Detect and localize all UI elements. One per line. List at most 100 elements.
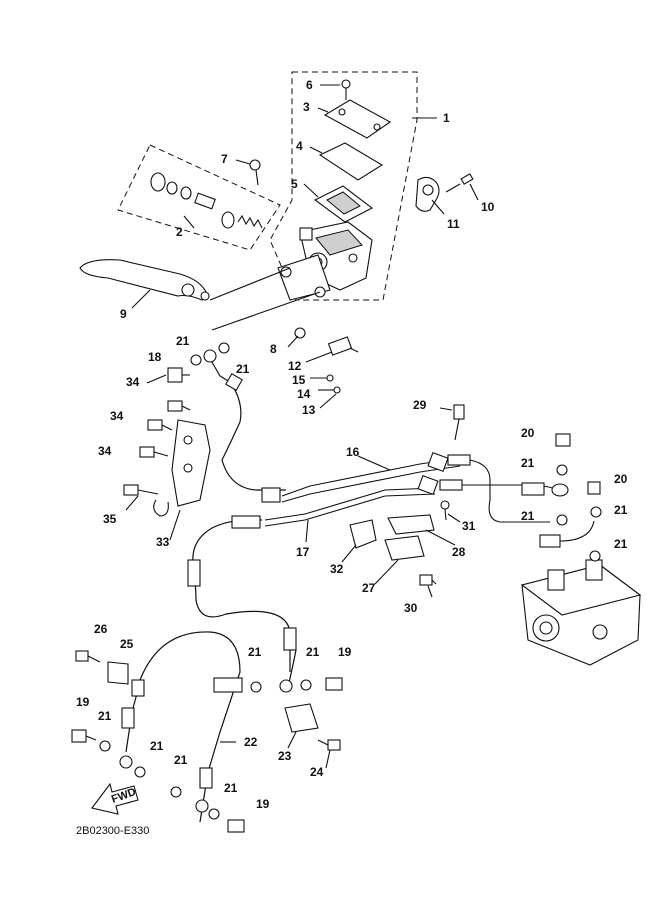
lever-bracket (277, 254, 331, 301)
abs-hose-union-2 (539, 520, 595, 548)
callout-6: 6 (306, 78, 313, 92)
callout-24: 24 (310, 765, 324, 779)
lower-banjo-right (195, 799, 209, 813)
holder-bolt (445, 173, 474, 193)
callout-20-top: 20 (521, 426, 535, 440)
front-hose-to-calipers (139, 631, 297, 823)
callout-26: 26 (94, 622, 108, 636)
callout-2: 2 (176, 225, 183, 239)
callout-13: 13 (302, 403, 316, 417)
abs-washer-2 (556, 514, 568, 526)
master-cylinder-group-outline (269, 71, 418, 301)
callout-4: 4 (296, 139, 303, 153)
pipe-to-abs-1 (469, 459, 550, 523)
diaphragm (313, 185, 374, 223)
washer-middle-1 (250, 681, 262, 693)
callout-33: 33 (156, 535, 170, 549)
callout-32: 32 (330, 562, 344, 576)
reservoir-cap (323, 99, 392, 139)
callout-21-h: 21 (306, 645, 320, 659)
pipe-joint-1 (427, 451, 471, 473)
bolt-34c (139, 446, 169, 458)
callout-9: 9 (120, 307, 127, 321)
callout-21-e: 21 (614, 503, 628, 517)
callout-21-a: 21 (176, 334, 190, 348)
dust-boot (294, 327, 306, 339)
callout-8: 8 (270, 342, 277, 356)
callout-12: 12 (288, 359, 302, 373)
washer-left-upper (99, 740, 111, 752)
callout-21-c: 21 (521, 456, 535, 470)
bolt-26 (75, 650, 101, 663)
switch-screw (333, 386, 341, 394)
brake-light-switch (327, 336, 359, 356)
abs-hose-union-1 (521, 482, 569, 497)
leader-lines (125, 84, 479, 769)
callout-16: 16 (346, 445, 360, 459)
pipe-joint-2 (417, 474, 463, 496)
screw-31 (440, 500, 450, 521)
callout-19-middle: 19 (338, 645, 352, 659)
callout-21-d: 21 (521, 509, 535, 523)
washer-bottom-2 (208, 808, 220, 820)
union-bolt-19-left (71, 729, 97, 743)
callout-21-f: 21 (614, 537, 628, 551)
banjo-upper (203, 349, 217, 363)
callout-21-b: 21 (236, 362, 250, 376)
holder-28 (387, 514, 435, 535)
callout-21-j: 21 (150, 739, 164, 753)
callout-1: 1 (443, 111, 450, 125)
clip-25 (107, 661, 129, 685)
brake-pipe-2 (264, 487, 436, 527)
callout-20-right: 20 (614, 472, 628, 486)
callout-19-bottom: 19 (256, 797, 270, 811)
callout-3: 3 (303, 100, 310, 114)
callout-23: 23 (278, 749, 292, 763)
callout-5: 5 (291, 177, 298, 191)
callout-21-i: 21 (98, 709, 112, 723)
callout-15: 15 (292, 373, 306, 387)
switch-washer (326, 374, 334, 382)
fwd-arrow-icon: FWD (91, 782, 139, 815)
callout-21-l: 21 (224, 781, 238, 795)
callout-21-g: 21 (248, 645, 262, 659)
hose-from-master-cylinder (205, 351, 286, 503)
callout-11: 11 (447, 217, 460, 231)
bolt-34b (147, 419, 173, 431)
callout-31: 31 (462, 519, 476, 533)
clamp-32 (349, 519, 377, 549)
callout-29: 29 (413, 398, 427, 412)
callout-10: 10 (481, 200, 495, 214)
abs-union-bolt-right (587, 481, 601, 495)
diaphragm-plate (318, 142, 384, 181)
reservoir-cap-screw (341, 79, 351, 100)
leader-lever-2 (211, 291, 321, 331)
copper-washer-b (218, 342, 230, 354)
callout-34-b: 34 (110, 409, 124, 423)
bolt-34a (167, 400, 191, 412)
callout-17: 17 (296, 545, 310, 559)
union-bolt-18 (167, 367, 190, 383)
washer-bottom-1 (170, 786, 182, 798)
bolt-29 (453, 404, 465, 441)
union-bolt-19-middle (325, 677, 343, 691)
bracket-23 (284, 703, 319, 733)
callout-30: 30 (404, 601, 418, 615)
callout-7: 7 (221, 152, 228, 166)
bolt-24 (317, 739, 341, 751)
callout-35: 35 (103, 512, 117, 526)
abs-hydraulic-unit (520, 559, 642, 666)
abs-washer-1 (556, 464, 568, 476)
holder-27 (384, 535, 425, 561)
callout-27: 27 (362, 581, 376, 595)
abs-washer-4 (589, 550, 601, 562)
lever-pivot-bolt (249, 159, 261, 186)
hose-holder-left (153, 419, 211, 517)
callout-28: 28 (452, 545, 466, 559)
bolt-30 (419, 574, 437, 586)
callout-18: 18 (148, 350, 162, 364)
washer-left-lower (134, 766, 146, 778)
piston-kit (150, 172, 263, 229)
leader-lever (209, 267, 291, 301)
